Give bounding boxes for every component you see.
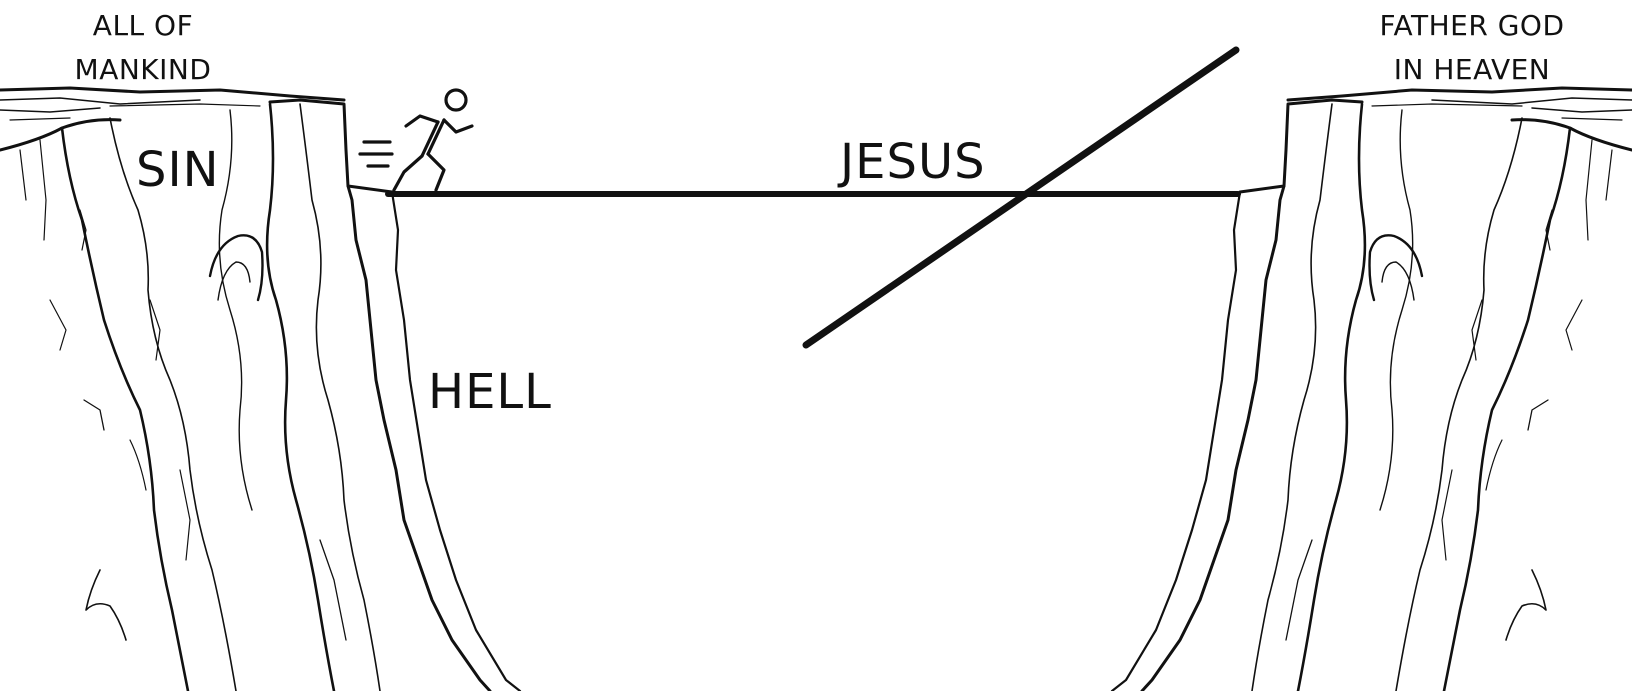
heaven-label-line2: IN HEAVEN <box>1352 48 1592 92</box>
diagonal-strike-line <box>806 50 1236 345</box>
mankind-label: ALL OF MANKIND <box>48 4 238 92</box>
sin-label: SIN <box>136 142 220 198</box>
heaven-label-line1: FATHER GOD <box>1352 4 1592 48</box>
mankind-label-line1: ALL OF <box>48 4 238 48</box>
right-cliff <box>1112 88 1632 691</box>
heaven-label: FATHER GOD IN HEAVEN <box>1352 4 1592 92</box>
hell-label: HELL <box>428 364 552 420</box>
running-person-icon <box>360 90 472 190</box>
jesus-label: JESUS <box>840 134 986 190</box>
mankind-label-line2: MANKIND <box>48 48 238 92</box>
